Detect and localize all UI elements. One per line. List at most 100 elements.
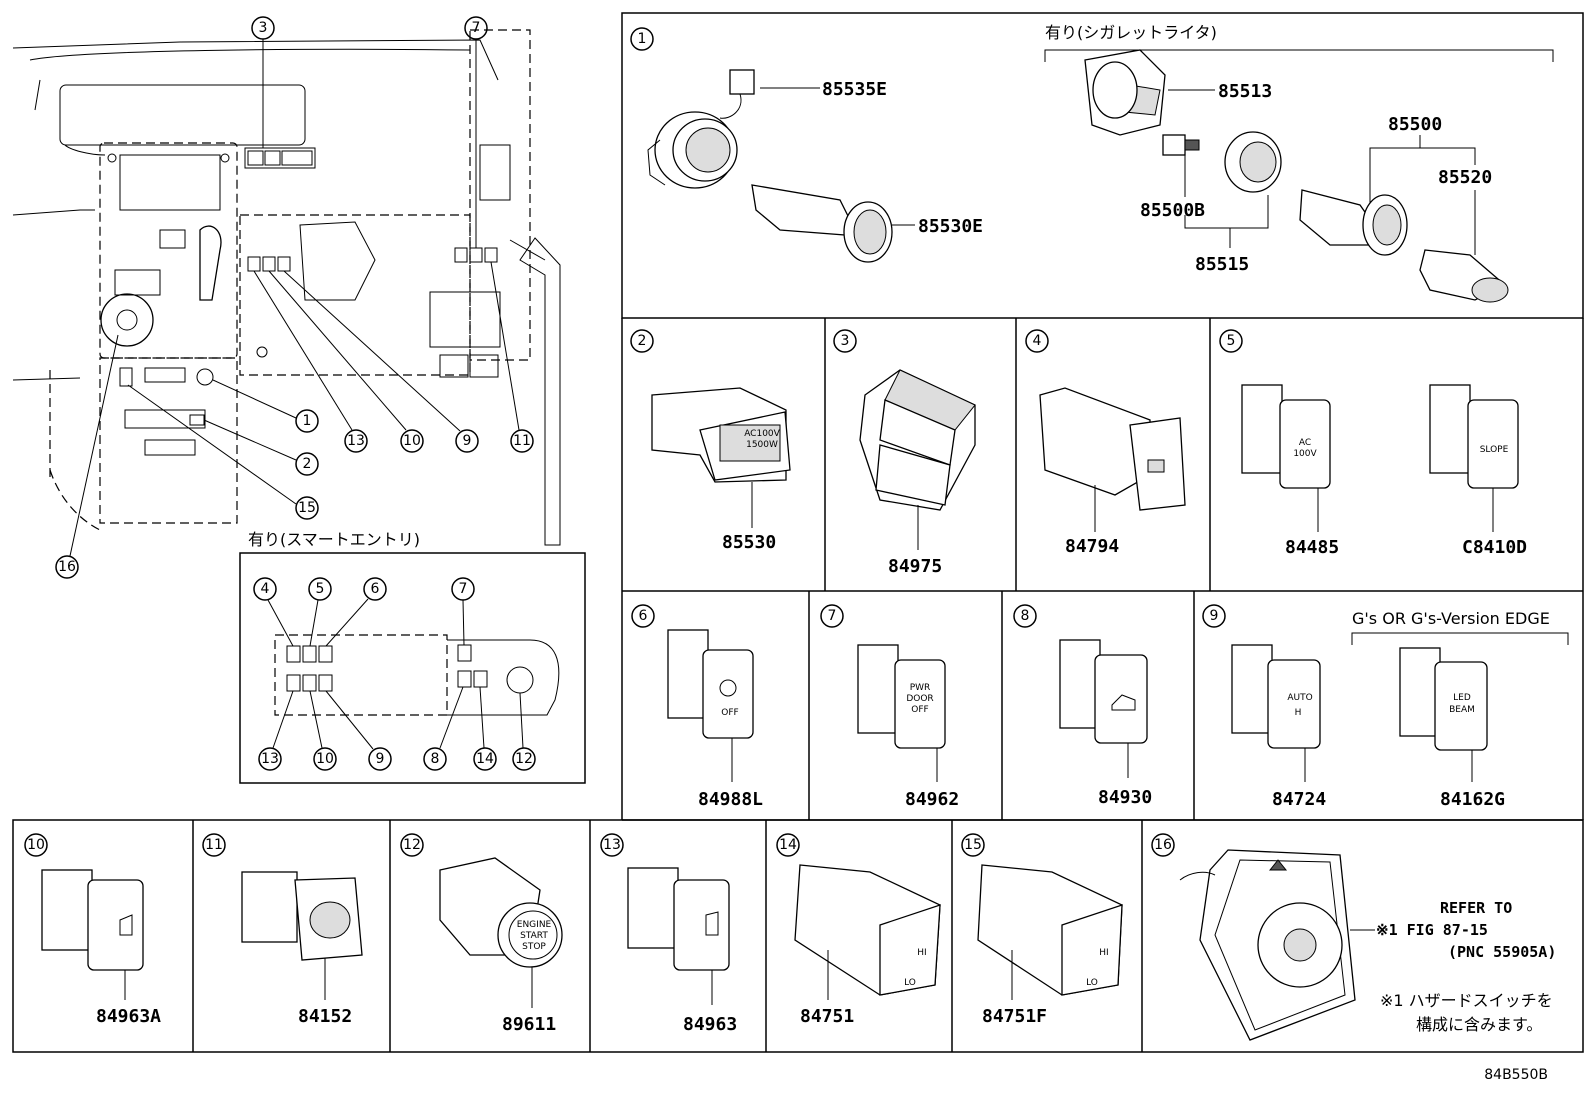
panel-8-parts: 84930 [1059, 639, 1152, 808]
part-85513: 85513 [1218, 81, 1272, 102]
switch-5a-face-line1: AC [1299, 438, 1311, 448]
panel-number-1-text: 1 [638, 31, 647, 47]
panel-number-5-text: 5 [1227, 333, 1236, 349]
panel-11-parts: 84152 [241, 871, 363, 1027]
switch-6-face: OFF [721, 708, 738, 718]
panel-14-parts: HI LO 84751 [794, 864, 941, 1027]
panel-grid [12, 12, 1584, 1053]
center-display [119, 154, 221, 211]
panel-number-4-text: 4 [1033, 333, 1042, 349]
panel-number-10: 10 [24, 833, 48, 857]
panel-number-7-text: 7 [828, 608, 837, 624]
shift-lever [199, 225, 222, 301]
panel-number-13: 13 [600, 833, 624, 857]
switch-9a-face-line2: H [1295, 708, 1302, 718]
panel-number-7: 7 [820, 604, 844, 628]
panel-number-13-text: 13 [603, 837, 621, 853]
panel-13-parts: 84963 [627, 867, 737, 1035]
panel-number-6: 6 [631, 604, 655, 628]
switch-5b-face: SLOPE [1480, 445, 1509, 455]
overview-callouts: 3 7 1 2 15 13 10 9 11 16 [55, 16, 534, 579]
refer-line-2: ※1 FIG 87-15 [1376, 921, 1488, 939]
callout-right-15: 15 [298, 500, 316, 516]
inset-callout-8: 8 [431, 751, 440, 767]
part-84975: 84975 [888, 556, 942, 577]
dashboard-overview [12, 29, 561, 546]
panel-number-9: 9 [1202, 604, 1226, 628]
part-84963a: 84963A [96, 1006, 161, 1027]
part-84930: 84930 [1098, 787, 1152, 808]
callout-top-7: 7 [472, 20, 481, 36]
switch-2-face-line2: 1500W [746, 440, 778, 450]
switch-9b-face-line1: LED [1453, 693, 1471, 703]
panel-12-parts: ENGINE START STOP 89611 [439, 857, 563, 1035]
switch-15-face-lo: LO [1086, 978, 1098, 988]
panel-number-15-text: 15 [964, 837, 982, 853]
part-85515: 85515 [1195, 254, 1249, 275]
inset-header: 有り(スマートエントリ) [248, 530, 420, 549]
panel-1-parts: 有り(シガレットライタ) 85535E 85530E 85513 [647, 23, 1554, 303]
part-84485: 84485 [1285, 537, 1339, 558]
switch-2-face-line1: AC100V [744, 429, 780, 439]
panel-number-8: 8 [1013, 604, 1037, 628]
panel-number-3-text: 3 [841, 333, 850, 349]
panel-1-header: 有り(シガレットライタ) [1045, 23, 1217, 42]
diagram-id: 84B550B [1484, 1067, 1548, 1083]
part-84751: 84751 [800, 1006, 854, 1027]
switch-12-face-line3: STOP [522, 942, 546, 952]
switch-7-face-line3: OFF [911, 705, 928, 715]
panel-number-16: 16 [1151, 833, 1175, 857]
bulb-85500b-drawing [1162, 134, 1200, 156]
note-line-2: 構成に含みます。 [1416, 1015, 1542, 1034]
panel-7-parts: PWR DOOR OFF 84962 [857, 644, 959, 810]
part-84751f: 84751F [982, 1006, 1047, 1027]
callout-left-16: 16 [58, 559, 76, 575]
inset-callout-9: 9 [376, 751, 385, 767]
inset-callout-5: 5 [316, 581, 325, 597]
right-dash [469, 29, 531, 361]
panel-number-12-text: 12 [403, 837, 421, 853]
driver-panel [239, 214, 471, 376]
knob-85520-drawing [1419, 249, 1509, 303]
panel-number-3: 3 [833, 329, 857, 353]
part-84724: 84724 [1272, 789, 1326, 810]
part-85520: 85520 [1438, 167, 1492, 188]
part-84962: 84962 [905, 789, 959, 810]
callout-right-2: 2 [303, 456, 312, 472]
panel-15-parts: HI LO 84751F [977, 864, 1123, 1027]
part-85530: 85530 [722, 532, 776, 553]
switch-7-face-line2: DOOR [906, 694, 933, 704]
inset-callout-7: 7 [459, 581, 468, 597]
callout-bottom-10: 10 [403, 433, 421, 449]
hvac-dial [100, 293, 154, 347]
part-85535e: 85535E [822, 79, 887, 100]
callout-bottom-9: 9 [463, 433, 472, 449]
panel-number-2: 2 [630, 329, 654, 353]
panel-2-parts: AC100V 1500W 85530 [651, 387, 791, 553]
panel-number-9-text: 9 [1210, 608, 1219, 624]
panel-10-parts: 84963A [41, 869, 161, 1027]
inset-callout-4: 4 [261, 581, 270, 597]
pointer-arrow [519, 237, 561, 546]
switch-9a-face-line1: AUTO [1287, 693, 1312, 703]
panel-number-2-text: 2 [638, 333, 647, 349]
ring-85515-drawing [1224, 131, 1282, 193]
part-85500: 85500 [1388, 114, 1442, 135]
panel-number-14: 14 [776, 833, 800, 857]
panel-16-parts: REFER TO ※1 FIG 87-15 (PNC 55905A) ※1 ハザ… [1179, 849, 1556, 1041]
part-84794: 84794 [1065, 536, 1119, 557]
callout-top-3: 3 [259, 20, 268, 36]
panel-number-6-text: 6 [639, 608, 648, 624]
panel-number-14-text: 14 [779, 837, 797, 853]
panel-6-parts: OFF 84988L [667, 629, 763, 810]
panel-number-5: 5 [1219, 329, 1243, 353]
note-line-1: ※1 ハザードスイッチを [1380, 991, 1553, 1010]
panel-number-16-text: 16 [1154, 837, 1172, 853]
switch-14-face-hi: HI [917, 948, 926, 958]
lower-console [99, 357, 238, 524]
switch-group-3 [244, 147, 316, 169]
part-85500b: 85500B [1140, 200, 1205, 221]
switch-9b-face-line2: BEAM [1449, 705, 1475, 715]
